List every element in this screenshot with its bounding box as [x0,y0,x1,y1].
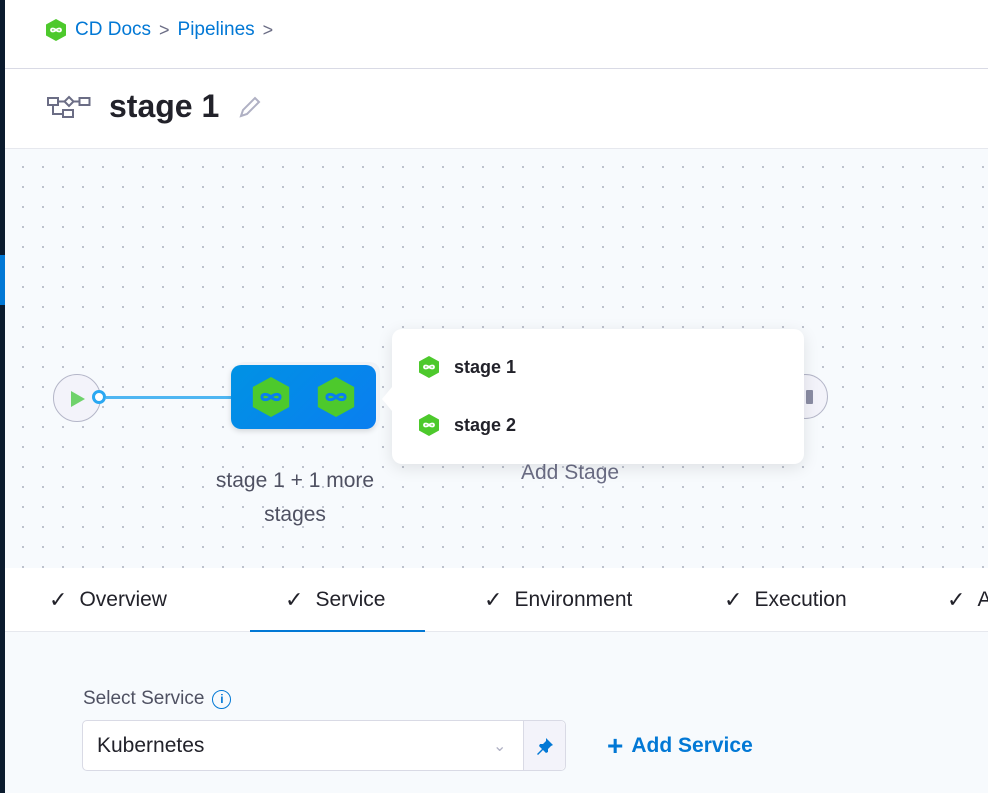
popover-item-label: stage 1 [454,356,517,377]
check-icon: ✓ [947,587,966,612]
popover-item-stage-1[interactable]: stage 1 [418,355,516,379]
tab-execution[interactable]: ✓ Execution [724,568,847,632]
breadcrumb-separator: > [159,19,170,40]
info-icon[interactable]: i [212,689,232,709]
check-icon: ✓ [724,587,743,612]
check-icon: ✓ [484,587,503,612]
pin-icon[interactable] [523,721,565,770]
cd-stage-icon [317,377,354,417]
service-select-value[interactable]: Kubernetes [97,733,205,757]
service-select[interactable]: Kubernetes ⌄ [82,720,566,771]
edit-pencil-icon[interactable] [237,94,263,120]
connector-port[interactable] [92,390,106,404]
cd-module-icon [46,19,66,41]
breadcrumb-cd-docs[interactable]: CD Docs [75,19,152,40]
tab-label: Environment [514,588,633,611]
breadcrumb: CD Docs > Pipelines > [45,18,273,42]
plus-icon: + [607,730,624,761]
stage-group-node[interactable] [231,365,376,429]
cd-stage-icon [419,356,439,378]
breadcrumb-separator: > [262,19,274,40]
popover-item-stage-2[interactable]: stage 2 [418,413,516,437]
add-stage-button[interactable]: Add Stage [521,461,620,484]
cd-stage-icon [419,414,439,436]
tab-service[interactable]: ✓ Service [249,568,427,633]
stage-diagram-icon [47,95,91,118]
check-icon: ✓ [49,587,68,612]
left-nav-sidebar [0,0,5,793]
play-icon [71,391,85,407]
stage-group-label: stage 1 + 1 more stages [215,469,375,526]
add-service-label: Add Service [631,734,753,757]
popover-item-label: stage 2 [454,414,517,435]
tab-environment[interactable]: ✓ Environment [484,568,632,632]
tab-label: Execution [754,588,847,611]
tab-label: A [977,588,988,611]
cd-stage-icon [253,377,290,417]
service-panel: Select Service i Kubernetes ⌄ + Add Servic… [5,632,988,793]
stop-icon [806,390,813,404]
stage-tabs: ✓ Overview ✓ Service ✓ Environment ✓ Executi… [5,568,988,633]
check-icon: ✓ [285,587,304,612]
tab-label: Service [315,588,386,611]
breadcrumb-pipelines[interactable]: Pipelines [177,19,255,40]
page-header: CD Docs > Pipelines > stage 1 [5,0,988,148]
divider [5,68,988,69]
page-title: stage 1 [109,88,220,124]
chevron-down-icon[interactable]: ⌄ [493,737,507,755]
stage-group-popover: stage 1 stage 2 [382,329,804,464]
tab-label: Overview [79,588,167,611]
select-service-label: Select Service i [83,688,232,710]
add-service-button[interactable]: + Add Service [607,730,753,762]
label-text: Select Service [83,688,205,709]
pipeline-link [106,396,232,399]
tab-overview[interactable]: ✓ Overview [49,568,167,632]
nav-active-indicator [0,255,5,305]
tab-advanced[interactable]: ✓A [947,568,988,632]
